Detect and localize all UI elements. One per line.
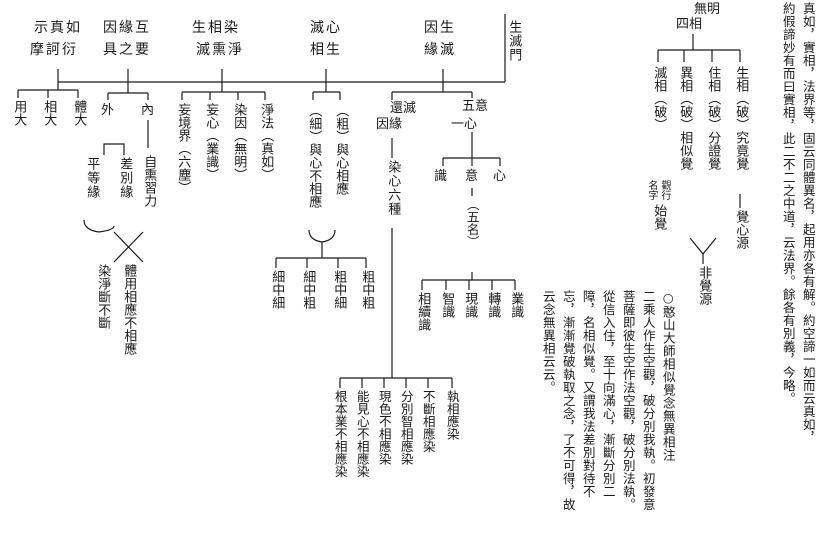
six-nengjian: 能見心不相應染 — [354, 390, 370, 478]
cross-ranjing: 染淨斷不斷 — [95, 264, 111, 329]
label-yixin: 一心 — [451, 117, 478, 132]
five-name-zhishi: 智識 — [439, 292, 455, 318]
commentary-line-7: 云念無異相云云。 — [540, 290, 556, 394]
label-yinyuan: 因緣 — [376, 117, 403, 132]
commentary-line-5: 障，名相似覺。又謂我法差別對待不 — [580, 290, 596, 498]
side-text-line-1: 真如，實相，法界等，固云同體異名，起用亦各有解。約空諦一如而云真如， — [800, 2, 816, 444]
label-juexinyuan: 覺心源 — [733, 210, 749, 249]
label-wuming-five: （五名） — [464, 198, 480, 248]
commentary-line-6: 忘，漸漸覺破執取之念，了不可得，故 — [560, 290, 576, 511]
label-guanxing: 觀行 — [659, 180, 670, 200]
label-wuyi: 五意 — [462, 99, 489, 114]
six-genben: 根本業不相應染 — [332, 390, 348, 478]
mind-leaf-xcx: 細中細 — [269, 270, 285, 309]
header-shengxiang: 生相染 — [192, 20, 240, 36]
commentary-line-4: 從信入住，至十向滿心，漸斷分別二 — [600, 290, 616, 498]
label-feijueyuan: 非覺源 — [696, 266, 712, 305]
header-miexun: 滅熏淨 — [196, 42, 244, 58]
leaf-yongda: 用大 — [11, 100, 27, 126]
node-yi: 意 — [465, 169, 479, 184]
header-yinyuan: 因緣互 — [103, 20, 151, 36]
defile-jingfa: 淨法（真如） — [258, 103, 274, 181]
commentary-line-1: ○憨山大師相似覺念無異相注 — [660, 290, 676, 462]
header-yinsheng: 因生 — [424, 20, 456, 36]
six-xianse: 現色不相應染 — [376, 390, 392, 465]
leaf-tida: 體大 — [71, 100, 87, 126]
header-juzhiyao: 具之要 — [103, 42, 151, 58]
jue-shengxiang: 生相（破）究竟覺 — [733, 66, 749, 170]
six-buduan: 不斷相應染 — [420, 390, 436, 453]
six-fenbie: 分別智相應染 — [398, 390, 414, 465]
leaf-zixunxi: 自熏習力 — [141, 155, 157, 207]
five-name-xianshi: 現識 — [462, 292, 478, 318]
header-miexin: 滅心 — [310, 20, 342, 36]
commentary-line-3: 菩薩即彼生空作法空觀，破分別法執。 — [620, 290, 636, 511]
leaf-chabie: 差別緣 — [117, 157, 133, 199]
label-inner: 內 — [141, 103, 155, 118]
six-zhixiang: 執相應染 — [444, 390, 460, 440]
mind-leaf-xcc: 細中粗 — [300, 270, 316, 309]
mind-coarse: （粗）與心相應 — [333, 104, 349, 195]
label-outer: 外 — [101, 103, 115, 118]
defile-ranyin: 染因（無明） — [231, 103, 247, 181]
node-shi: 識 — [434, 169, 448, 184]
jue-yixiang: 異相（破）相似覺 — [677, 66, 693, 170]
label-sixiang: 四相 — [676, 17, 703, 32]
leaf-xiangda: 相大 — [41, 100, 57, 126]
label-ranxin-liuzhong: 染心六種 — [385, 160, 401, 216]
side-text-line-2: 約假諦妙有而曰實相，此二不二之中道，云法界。餘各有別義，今略。 — [780, 2, 796, 405]
label-mingzi: 名字 — [646, 180, 657, 200]
header-yuanmie: 緣滅 — [424, 42, 456, 58]
label-huanmie: 還滅 — [390, 101, 417, 116]
five-name-xiangxu: 相續識 — [415, 292, 431, 331]
header-zhenru: 示真如 — [34, 20, 82, 36]
mind-leaf-ccc: 粗中粗 — [359, 270, 375, 309]
label-shijue: 始覺 — [651, 204, 667, 230]
leaf-pingdeng: 平等緣 — [84, 157, 100, 199]
jue-zhuxiang: 住相（破）分證覺 — [705, 66, 721, 170]
shengmie-gate: 生滅門 — [506, 20, 522, 62]
five-name-yeshi: 業識 — [508, 292, 524, 318]
defile-wangxin: 妄心（業識） — [203, 103, 219, 181]
jue-miexiang: 滅相（破） — [651, 66, 667, 131]
mind-fine: （細）與心不相應 — [306, 104, 322, 208]
label-wuming: 無明 — [694, 2, 721, 17]
header-xiangsheng: 相生 — [310, 42, 342, 58]
cross-tiyong: 體用相應不相應 — [121, 264, 137, 355]
commentary-line-2: 二乘人作生空觀，破分別我執。初發意 — [640, 290, 656, 511]
defile-wangjing: 妄境界（六塵） — [175, 103, 191, 194]
five-name-zhuanshi: 轉識 — [485, 292, 501, 318]
header-moheyan: 摩訶衍 — [30, 42, 78, 58]
mind-leaf-ccx: 粗中細 — [331, 270, 347, 309]
node-xin: 心 — [493, 169, 507, 184]
